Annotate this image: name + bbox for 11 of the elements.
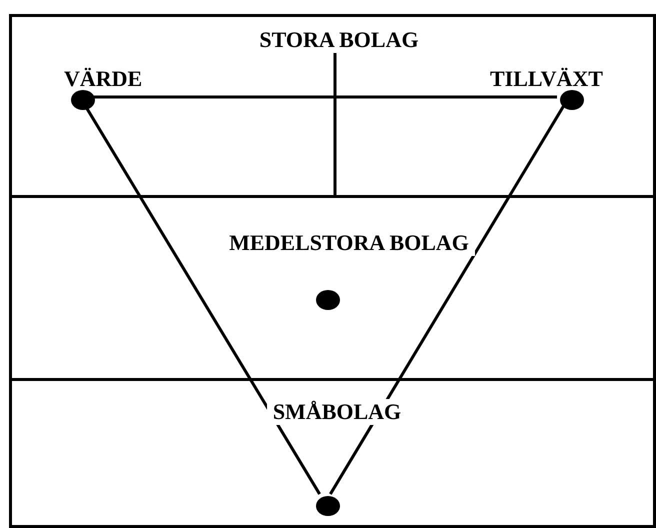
- dot-marker: [71, 90, 95, 110]
- style-label: VÄRDE: [64, 68, 142, 90]
- connector-line: [92, 96, 557, 98]
- connector-line: [329, 105, 565, 495]
- dot-marker: [316, 496, 340, 516]
- size-band: [9, 14, 656, 198]
- dot-marker: [316, 290, 340, 310]
- style-label: TILLVÄXT: [490, 68, 603, 90]
- size-band: [9, 378, 656, 528]
- size-band: [9, 195, 656, 381]
- dot-marker: [560, 90, 584, 110]
